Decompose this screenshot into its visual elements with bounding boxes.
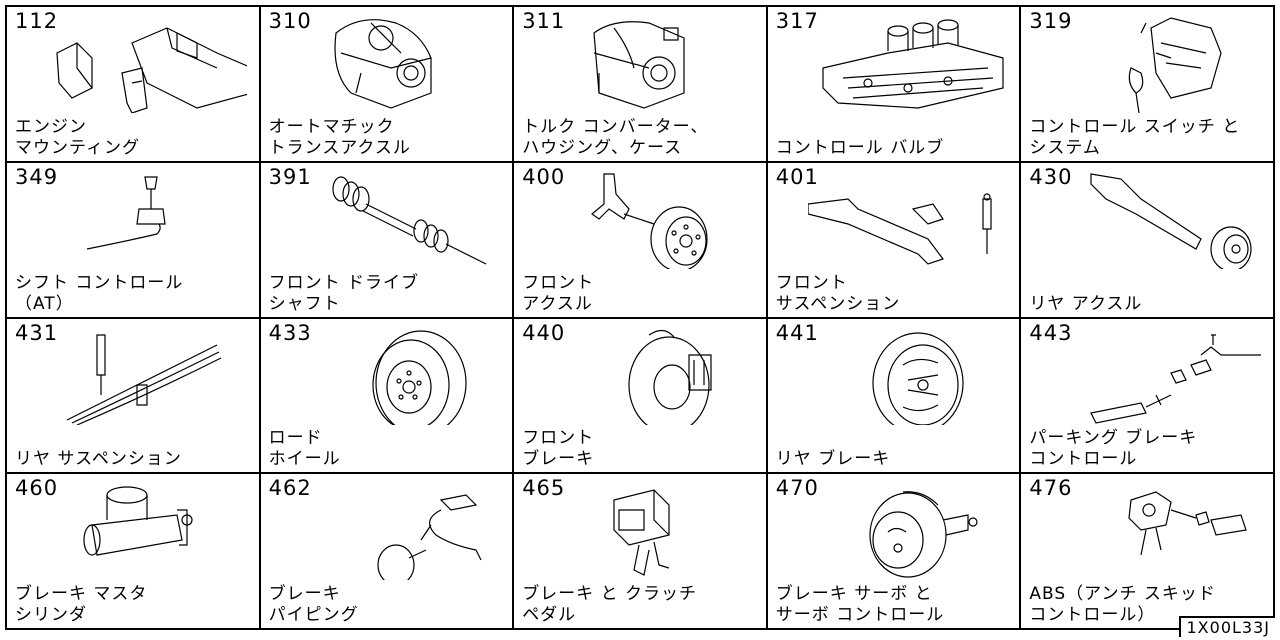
- category-number: 391: [268, 164, 312, 189]
- parts-category-grid: 112 エンジンマウンティング 310 オートマチックトランスアクスル 311: [5, 5, 1275, 630]
- shift-control-icon: [47, 169, 247, 269]
- category-cell-443[interactable]: 443 パーキング ブレーキコントロール: [1021, 318, 1275, 475]
- category-label: コントロール バルブ: [775, 137, 945, 158]
- category-cell-465[interactable]: 465 ブレーキ と クラッチペダル: [514, 474, 768, 630]
- category-number: 476: [1029, 476, 1073, 501]
- category-number: 311: [522, 9, 566, 33]
- category-number: 349: [15, 164, 59, 189]
- category-number: 430: [1029, 164, 1073, 189]
- front-axle-icon: [554, 169, 754, 269]
- category-number: 310: [268, 9, 312, 33]
- category-cell-401[interactable]: 401 フロントサスペンション: [767, 162, 1022, 319]
- category-number: 440: [522, 320, 566, 345]
- category-label: フロントサスペンション: [775, 272, 901, 314]
- category-number: 400: [522, 164, 566, 189]
- category-cell-310[interactable]: 310 オートマチックトランスアクスル: [260, 7, 515, 163]
- front-drive-shaft-icon: [301, 169, 501, 269]
- category-number: 317: [775, 9, 819, 33]
- category-cell-441[interactable]: 441 リヤ ブレーキ: [767, 318, 1022, 475]
- category-cell-311[interactable]: 311 トルク コンバーター、ハウジング、ケース: [514, 7, 768, 163]
- category-number: 431: [15, 320, 59, 345]
- category-number: 470: [775, 476, 819, 501]
- automatic-transaxle-icon: [301, 13, 501, 113]
- category-label: トルク コンバーター、ハウジング、ケース: [522, 116, 709, 158]
- rear-brake-icon: [808, 325, 1008, 425]
- category-number: 433: [268, 320, 312, 345]
- abs-control-icon: [1061, 480, 1261, 580]
- brake-clutch-pedal-icon: [554, 480, 754, 580]
- category-cell-470[interactable]: 470 ブレーキ サーボ とサーボ コントロール: [767, 474, 1022, 630]
- category-label: エンジンマウンティング: [15, 116, 140, 158]
- brake-servo-icon: [808, 480, 1008, 580]
- category-cell-112[interactable]: 112 エンジンマウンティング: [7, 7, 261, 163]
- brake-master-cylinder-icon: [47, 480, 247, 580]
- category-number: 460: [15, 476, 59, 501]
- category-number: 112: [15, 9, 59, 33]
- category-number: 465: [522, 476, 566, 501]
- road-wheel-icon: [301, 325, 501, 425]
- category-label: リヤ サスペンション: [15, 449, 182, 470]
- category-label: ブレーキ マスタシリンダ: [15, 584, 148, 625]
- category-cell-349[interactable]: 349 シフト コントロール（AT）: [7, 162, 261, 319]
- category-label: ABS（アンチ スキッドコントロール）: [1029, 584, 1216, 625]
- front-suspension-icon: [808, 169, 1008, 269]
- category-label: シフト コントロール（AT）: [15, 272, 184, 314]
- category-cell-319[interactable]: 319 コントロール スイッチ とシステム: [1021, 7, 1275, 163]
- control-valve-icon: [808, 13, 1008, 113]
- brake-piping-icon: [301, 480, 501, 580]
- category-label: リヤ アクスル: [1029, 293, 1143, 314]
- category-number: 462: [268, 476, 312, 501]
- category-cell-433[interactable]: 433 ロードホイール: [260, 318, 515, 475]
- category-label: ロードホイール: [268, 428, 341, 470]
- category-number: 443: [1029, 320, 1073, 345]
- category-cell-431[interactable]: 431 リヤ サスペンション: [7, 318, 261, 475]
- category-number: 319: [1029, 9, 1073, 33]
- category-label: フロントアクスル: [522, 272, 595, 314]
- category-number: 441: [775, 320, 819, 345]
- category-label: ブレーキ と クラッチペダル: [522, 584, 697, 625]
- category-cell-460[interactable]: 460 ブレーキ マスタシリンダ: [7, 474, 261, 630]
- category-label: パーキング ブレーキコントロール: [1029, 428, 1198, 470]
- category-label: ブレーキ サーボ とサーボ コントロール: [775, 584, 945, 625]
- parking-brake-control-icon: [1061, 325, 1261, 425]
- index-code: 1X00L33J: [1178, 616, 1275, 637]
- category-label: フロントブレーキ: [522, 428, 595, 470]
- category-cell-317[interactable]: 317 コントロール バルブ: [767, 7, 1022, 163]
- category-label: オートマチックトランスアクスル: [268, 116, 411, 158]
- category-cell-476[interactable]: 476 ABS（アンチ スキッドコントロール）: [1021, 474, 1275, 630]
- rear-axle-icon: [1061, 169, 1261, 269]
- front-brake-icon: [554, 325, 754, 425]
- category-number: 401: [775, 164, 819, 189]
- category-cell-391[interactable]: 391 フロント ドライブシャフト: [260, 162, 515, 319]
- torque-converter-housing-icon: [554, 13, 754, 113]
- category-cell-440[interactable]: 440 フロントブレーキ: [514, 318, 768, 475]
- category-cell-400[interactable]: 400 フロントアクスル: [514, 162, 768, 319]
- category-label: ブレーキパイピング: [268, 584, 359, 625]
- rear-suspension-icon: [47, 325, 247, 425]
- category-cell-430[interactable]: 430 リヤ アクスル: [1021, 162, 1275, 319]
- category-label: コントロール スイッチ とシステム: [1029, 116, 1241, 158]
- control-switch-system-icon: [1061, 13, 1261, 113]
- category-cell-462[interactable]: 462 ブレーキパイピング: [260, 474, 515, 630]
- category-label: フロント ドライブシャフト: [268, 272, 419, 314]
- category-label: リヤ ブレーキ: [775, 449, 891, 470]
- engine-mounting-icon: [47, 13, 247, 113]
